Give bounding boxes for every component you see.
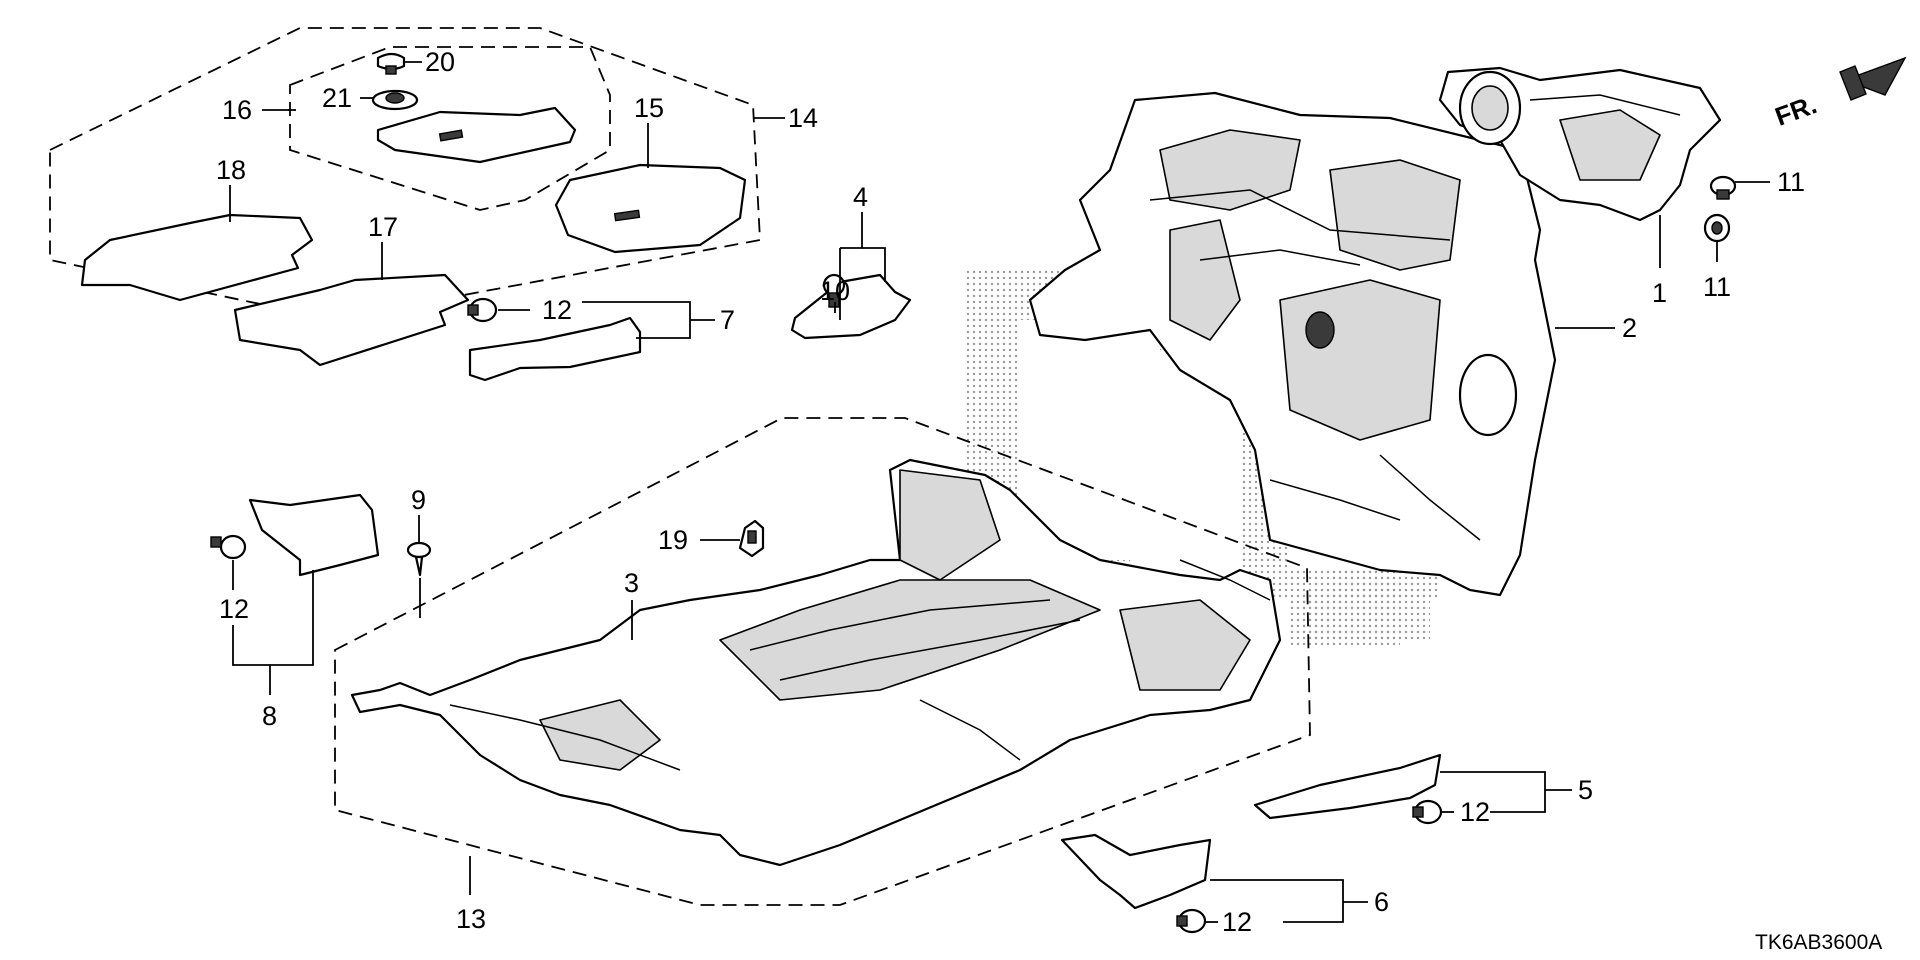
callout-9: 9	[411, 485, 426, 515]
part-5-garnish	[1253, 753, 1442, 820]
callout-13: 13	[456, 904, 486, 934]
part-6-garnish	[1060, 833, 1212, 910]
part-7-garnish	[468, 316, 642, 382]
part-12-clip-near-5	[1412, 799, 1443, 825]
part-10-clip	[822, 273, 846, 308]
callout-19: 19	[658, 525, 688, 555]
part-20-clip	[376, 52, 406, 75]
direction-label: FR.	[1771, 89, 1821, 132]
callout-11-top: 11	[1777, 167, 1805, 197]
part-12-clip-near-7	[467, 297, 498, 323]
callout-11-bottom: 11	[1703, 272, 1731, 302]
leader-lines	[229, 61, 1770, 923]
callout-12-near-5: 12	[1460, 797, 1490, 827]
part-8-garnish	[248, 493, 380, 577]
part-4-pad	[790, 273, 912, 340]
callout-12-near-7: 12	[542, 295, 572, 325]
part-11-nut-bottom	[1703, 213, 1731, 243]
diagram-code: TK6AB3600A	[1755, 931, 1882, 954]
callout-15: 15	[634, 93, 664, 123]
callout-6: 6	[1374, 887, 1389, 917]
callout-3: 3	[624, 568, 639, 598]
callout-21: 21	[322, 83, 352, 113]
carpet-group-outline	[334, 417, 1311, 906]
callout-4: 4	[853, 182, 868, 212]
part-11-nut-top	[1709, 175, 1737, 200]
callout-18: 18	[216, 155, 246, 185]
part-12-clip-near-8	[210, 534, 247, 560]
part-19-fastener	[738, 519, 765, 558]
part-3-floor-carpet	[350, 458, 1282, 867]
front-direction-arrow: FR.	[1771, 56, 1907, 132]
part-1-dash-outer-insulator	[1438, 66, 1722, 222]
part-17-mat	[233, 273, 470, 367]
callout-14: 14	[788, 103, 818, 133]
part-21-grommet	[371, 89, 419, 111]
callout-10: 10	[820, 276, 850, 306]
floor-mat-set-group	[49, 27, 761, 367]
part-2-dashboard-insulator	[1028, 91, 1557, 597]
callout-5: 5	[1578, 775, 1593, 805]
callout-12-near-8: 12	[219, 594, 249, 624]
callout-20: 20	[425, 47, 455, 77]
callout-labels: 20 21 16 14 15 18 17 4 10 12 7 9 19 3 12…	[216, 47, 1805, 937]
callout-17: 17	[368, 212, 398, 242]
part-18-mat	[80, 213, 314, 302]
callout-7: 7	[720, 305, 735, 335]
callout-8: 8	[262, 701, 277, 731]
part-15-mat	[554, 163, 747, 254]
callout-2: 2	[1622, 313, 1637, 343]
part-9-screw	[406, 541, 432, 577]
part-16-mat	[376, 106, 577, 164]
callout-16: 16	[222, 95, 252, 125]
rear-mat-outline	[289, 46, 611, 211]
callout-1: 1	[1652, 278, 1667, 308]
part-12-clip-near-6	[1176, 908, 1207, 934]
callout-12-near-6: 12	[1222, 907, 1252, 937]
